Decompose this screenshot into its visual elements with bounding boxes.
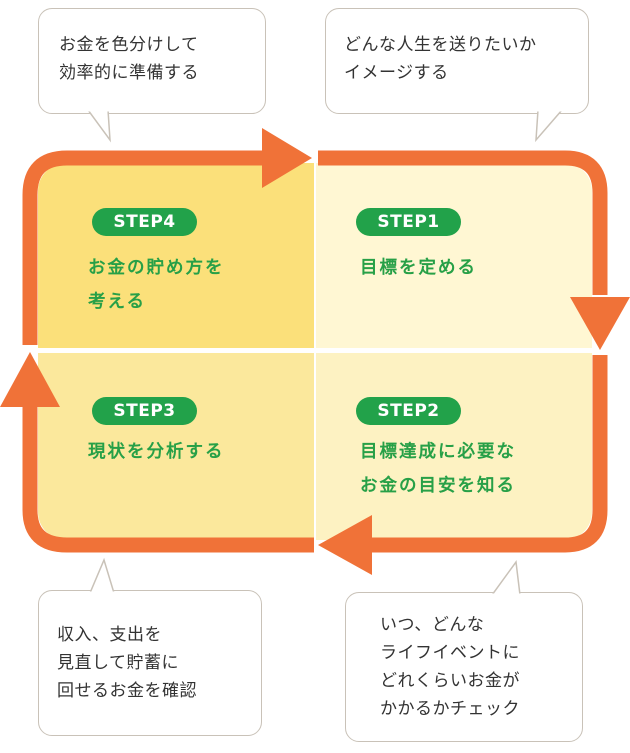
step3-badge: STEP3: [92, 397, 197, 425]
step4-badge: STEP4: [92, 208, 197, 236]
bubble-bottom-right: いつ、どんな ライフイベントに どれくらいお金が かかるかチェック: [345, 592, 583, 742]
quadrant-step3: STEP3 現状を分析する: [38, 353, 314, 540]
quadrant-step2: STEP2 目標達成に必要な お金の目安を知る: [316, 353, 592, 540]
quadrant-step1: STEP1 目標を定める: [316, 163, 592, 348]
step1-text: 目標を定める: [360, 258, 477, 278]
bubble-top-left-text: お金を色分けして 効率的に準備する: [59, 35, 199, 83]
step2-badge: STEP2: [356, 397, 461, 425]
step4-text: お金の貯め方を 考える: [88, 258, 225, 312]
step3-text: 現状を分析する: [88, 442, 225, 462]
bubble-top-left: お金を色分けして 効率的に準備する: [38, 8, 266, 114]
bubble-top-right-text: どんな人生を送りたいか イメージする: [344, 35, 537, 83]
bubble-top-right: どんな人生を送りたいか イメージする: [325, 8, 589, 114]
step1-badge: STEP1: [356, 208, 461, 236]
bubble-bottom-left-text: 収入、支出を 見直して貯蓄に 回せるお金を確認: [57, 625, 197, 701]
bubble-bottom-left: 収入、支出を 見直して貯蓄に 回せるお金を確認: [38, 590, 262, 736]
step2-text: 目標達成に必要な お金の目安を知る: [360, 442, 516, 496]
bubble-bottom-right-text: いつ、どんな ライフイベントに どれくらいお金が かかるかチェック: [380, 615, 520, 719]
quadrant-step4: STEP4 お金の貯め方を 考える: [38, 163, 314, 348]
